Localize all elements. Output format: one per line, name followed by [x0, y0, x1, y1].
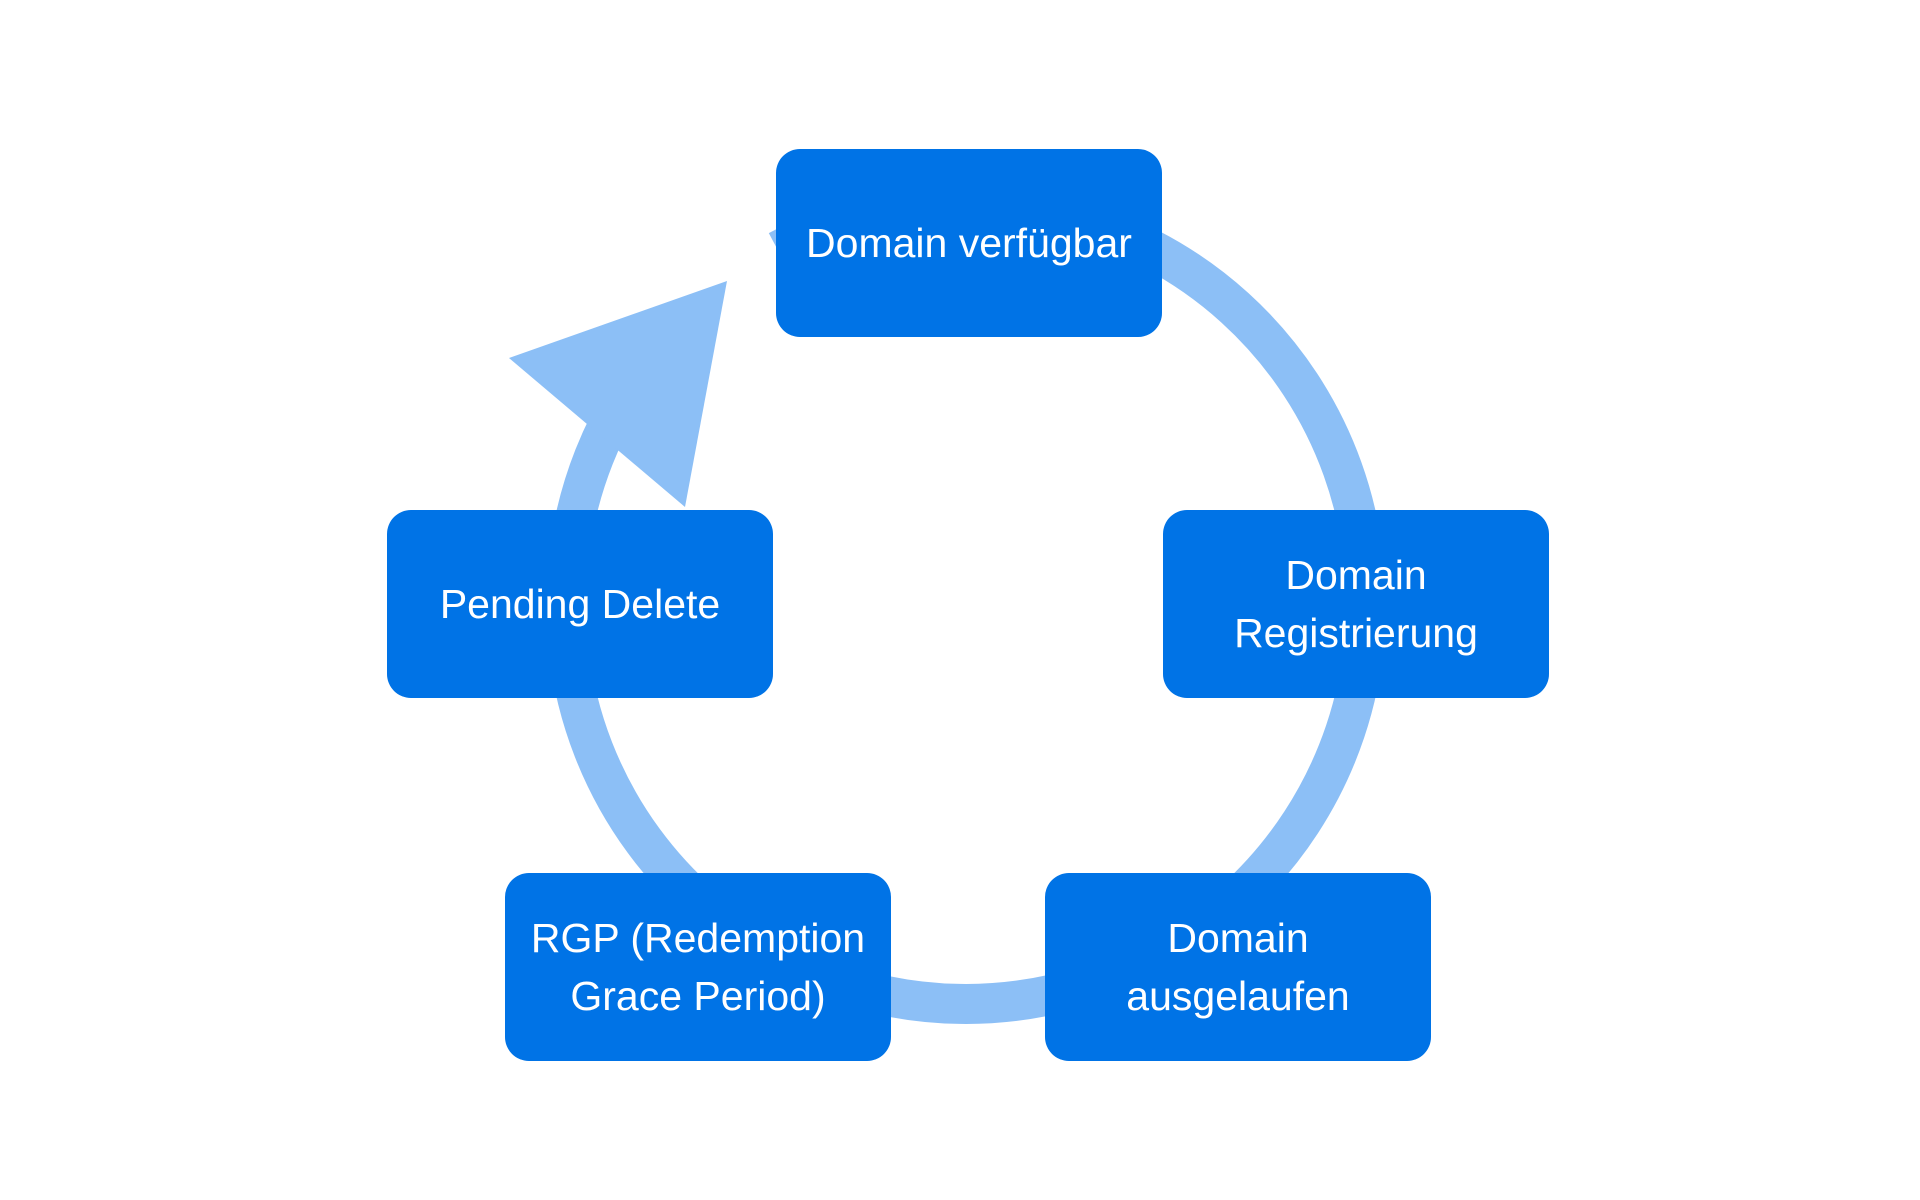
node-domain-registration-label: Domain Registrierung [1234, 552, 1478, 656]
node-domain-available: Domain verfügbar [776, 149, 1162, 337]
node-domain-registration: Domain Registrierung [1163, 510, 1549, 698]
node-rgp: RGP (Redemption Grace Period) [505, 873, 891, 1061]
node-pending-delete-label: Pending Delete [439, 581, 721, 627]
node-pending-delete: Pending Delete [387, 510, 773, 698]
cycle-arrowhead [509, 281, 727, 507]
node-rgp-label: RGP (Redemption Grace Period) [530, 915, 866, 1019]
node-domain-expired: Domain ausgelaufen [1045, 873, 1431, 1061]
node-domain-available-label: Domain verfügbar [806, 220, 1132, 266]
node-domain-expired-label: Domain ausgelaufen [1126, 915, 1350, 1019]
